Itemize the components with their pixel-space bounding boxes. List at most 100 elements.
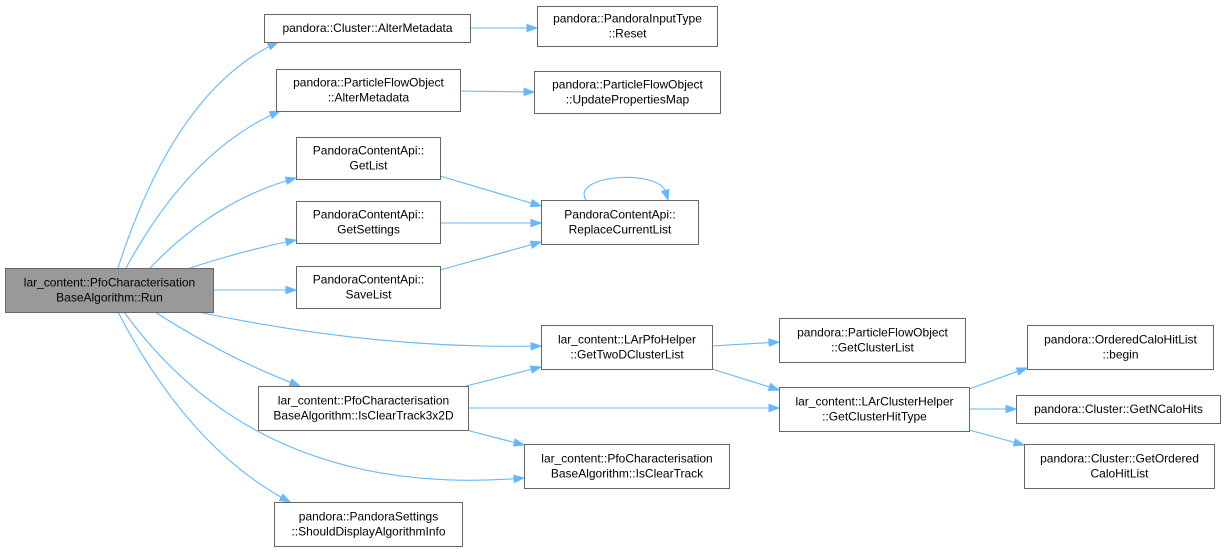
node-label: ::GetTwoDClusterList bbox=[570, 348, 684, 362]
node-display-info[interactable]: pandora::PandoraSettings::ShouldDisplayA… bbox=[274, 502, 463, 547]
node-get-list[interactable]: PandoraContentApi::GetList bbox=[296, 137, 441, 180]
node-label: BaseAlgorithm::IsClearTrack bbox=[551, 467, 704, 481]
node-label: ::ShouldDisplayAlgorithmInfo bbox=[291, 525, 445, 539]
node-label: lar_content::PfoCharacterisation bbox=[278, 394, 449, 408]
node-run[interactable]: lar_content::PfoCharacterisationBaseAlgo… bbox=[5, 268, 214, 313]
edge-two-d-pfo-cluster-list bbox=[711, 341, 780, 347]
edge-clear3x2d-two-d bbox=[465, 366, 542, 387]
node-label: ::GetClusterHitType bbox=[822, 410, 927, 424]
node-box bbox=[537, 6, 718, 47]
node-get-settings[interactable]: PandoraContentApi::GetSettings bbox=[296, 201, 441, 244]
node-label: lar_content::PfoCharacterisation bbox=[541, 452, 712, 466]
node-label: BaseAlgorithm::IsClearTrack3x2D bbox=[273, 409, 454, 423]
node-label: pandora::Cluster::GetOrdered bbox=[1040, 452, 1199, 466]
node-clear3x2d[interactable]: lar_content::PfoCharacterisationBaseAlgo… bbox=[258, 386, 469, 431]
node-replace-list[interactable]: PandoraContentApi::ReplaceCurrentList bbox=[541, 200, 699, 245]
node-box bbox=[276, 69, 461, 112]
arrowhead-clear3x2d-two-d bbox=[529, 365, 543, 374]
node-two-d[interactable]: lar_content::LArPfoHelper::GetTwoDCluste… bbox=[541, 325, 713, 370]
node-label: pandora::Cluster::GetNCaloHits bbox=[1034, 402, 1203, 416]
arrowhead-cluster-alter-input-reset bbox=[526, 23, 539, 33]
arrowhead-run-cluster-alter bbox=[266, 41, 280, 51]
node-box bbox=[779, 387, 970, 432]
arrowhead-save-list-replace bbox=[529, 240, 543, 249]
edge-replace-self-loop bbox=[583, 176, 667, 201]
node-box bbox=[274, 502, 463, 547]
arrowhead-run-clear3x2d bbox=[288, 378, 302, 387]
node-cluster-alter[interactable]: pandora::Cluster::AlterMetadata bbox=[264, 14, 471, 43]
node-box bbox=[258, 386, 469, 431]
arrowhead-cluster-hit-type-ordered-list bbox=[1012, 438, 1026, 447]
node-box bbox=[534, 71, 721, 114]
node-label: ReplaceCurrentList bbox=[569, 223, 672, 237]
edge-two-d-cluster-hit-type bbox=[711, 368, 780, 391]
edge-run-clear-track bbox=[123, 311, 525, 481]
edge-get-list-replace bbox=[439, 175, 542, 207]
arrowhead-two-d-cluster-hit-type bbox=[767, 382, 781, 391]
edge-run-cluster-alter bbox=[117, 41, 279, 269]
node-label: ::UpdatePropertiesMap bbox=[566, 93, 690, 107]
arrowhead-run-pfo-alter bbox=[268, 110, 282, 120]
edge-run-get-settings bbox=[189, 239, 297, 269]
node-save-list[interactable]: PandoraContentApi::SaveList bbox=[296, 266, 441, 309]
node-box bbox=[1027, 325, 1214, 370]
node-label: pandora::Cluster::AlterMetadata bbox=[282, 21, 452, 35]
edge-run-two-d bbox=[197, 311, 542, 347]
node-label: SaveList bbox=[345, 288, 392, 302]
arrowhead-run-get-settings bbox=[284, 237, 298, 247]
edge-run-clear3x2d bbox=[154, 311, 301, 387]
arrowhead-get-settings-replace bbox=[530, 218, 543, 228]
node-box bbox=[779, 318, 966, 363]
call-edges bbox=[117, 23, 1029, 503]
arrowhead-run-get-list bbox=[284, 176, 298, 185]
node-box bbox=[296, 266, 441, 309]
node-label: ::Reset bbox=[608, 27, 647, 41]
arrowhead-cluster-hit-type-ordered-begin bbox=[1015, 367, 1029, 376]
arrowhead-run-two-d bbox=[530, 341, 543, 351]
arrowhead-replace-self-loop bbox=[660, 188, 670, 202]
node-pfo-update[interactable]: pandora::ParticleFlowObject::UpdatePrope… bbox=[534, 71, 721, 114]
node-label: BaseAlgorithm::Run bbox=[56, 291, 163, 305]
node-box bbox=[264, 14, 471, 43]
node-box bbox=[5, 268, 214, 313]
node-clear-track[interactable]: lar_content::PfoCharacterisationBaseAlgo… bbox=[524, 444, 730, 489]
node-label: pandora::OrderedCaloHitList bbox=[1044, 333, 1197, 347]
node-box bbox=[296, 137, 441, 180]
node-label: GetList bbox=[349, 159, 388, 173]
node-label: lar_content::LArClusterHelper bbox=[795, 395, 953, 409]
node-label: GetSettings bbox=[337, 223, 400, 237]
arrowhead-two-d-pfo-cluster-list bbox=[768, 338, 781, 347]
node-box bbox=[541, 325, 713, 370]
edge-pfo-alter-pfo-update bbox=[459, 90, 535, 93]
edge-run-pfo-alter bbox=[125, 110, 281, 269]
node-box bbox=[1024, 444, 1215, 489]
node-label: CaloHitList bbox=[1090, 467, 1149, 481]
node-label: PandoraContentApi:: bbox=[313, 208, 424, 222]
node-box bbox=[296, 201, 441, 244]
node-pfo-cluster-list[interactable]: pandora::ParticleFlowObject::GetClusterL… bbox=[779, 318, 966, 363]
edge-save-list-replace bbox=[439, 241, 542, 271]
arrowhead-get-list-replace bbox=[529, 198, 543, 208]
node-input-reset[interactable]: pandora::PandoraInputType::Reset bbox=[537, 6, 718, 47]
node-label: PandoraContentApi:: bbox=[313, 144, 424, 158]
node-label: PandoraContentApi:: bbox=[564, 208, 675, 222]
node-label: pandora::ParticleFlowObject bbox=[797, 326, 948, 340]
arrowhead-clear3x2d-clear-track bbox=[512, 438, 526, 447]
node-label: lar_content::PfoCharacterisation bbox=[24, 276, 195, 290]
node-pfo-alter[interactable]: pandora::ParticleFlowObject::AlterMetada… bbox=[276, 69, 461, 112]
node-label: ::GetClusterList bbox=[831, 341, 914, 355]
node-box bbox=[524, 444, 730, 489]
node-ordered-begin[interactable]: pandora::OrderedCaloHitList::begin bbox=[1027, 325, 1214, 370]
node-label: pandora::PandoraSettings bbox=[299, 510, 438, 524]
arrowhead-pfo-alter-pfo-update bbox=[523, 87, 536, 97]
node-n-calo[interactable]: pandora::Cluster::GetNCaloHits bbox=[1016, 395, 1221, 424]
arrowhead-cluster-hit-type-n-calo bbox=[1005, 404, 1018, 414]
node-box bbox=[1016, 395, 1221, 424]
node-label: ::begin bbox=[1102, 348, 1138, 362]
node-label: pandora::ParticleFlowObject bbox=[552, 78, 703, 92]
arrowhead-clear3x2d-cluster-hit-type bbox=[768, 403, 781, 413]
node-cluster-hit-type[interactable]: lar_content::LArClusterHelper::GetCluste… bbox=[779, 387, 970, 432]
node-label: pandora::ParticleFlowObject bbox=[293, 76, 444, 90]
